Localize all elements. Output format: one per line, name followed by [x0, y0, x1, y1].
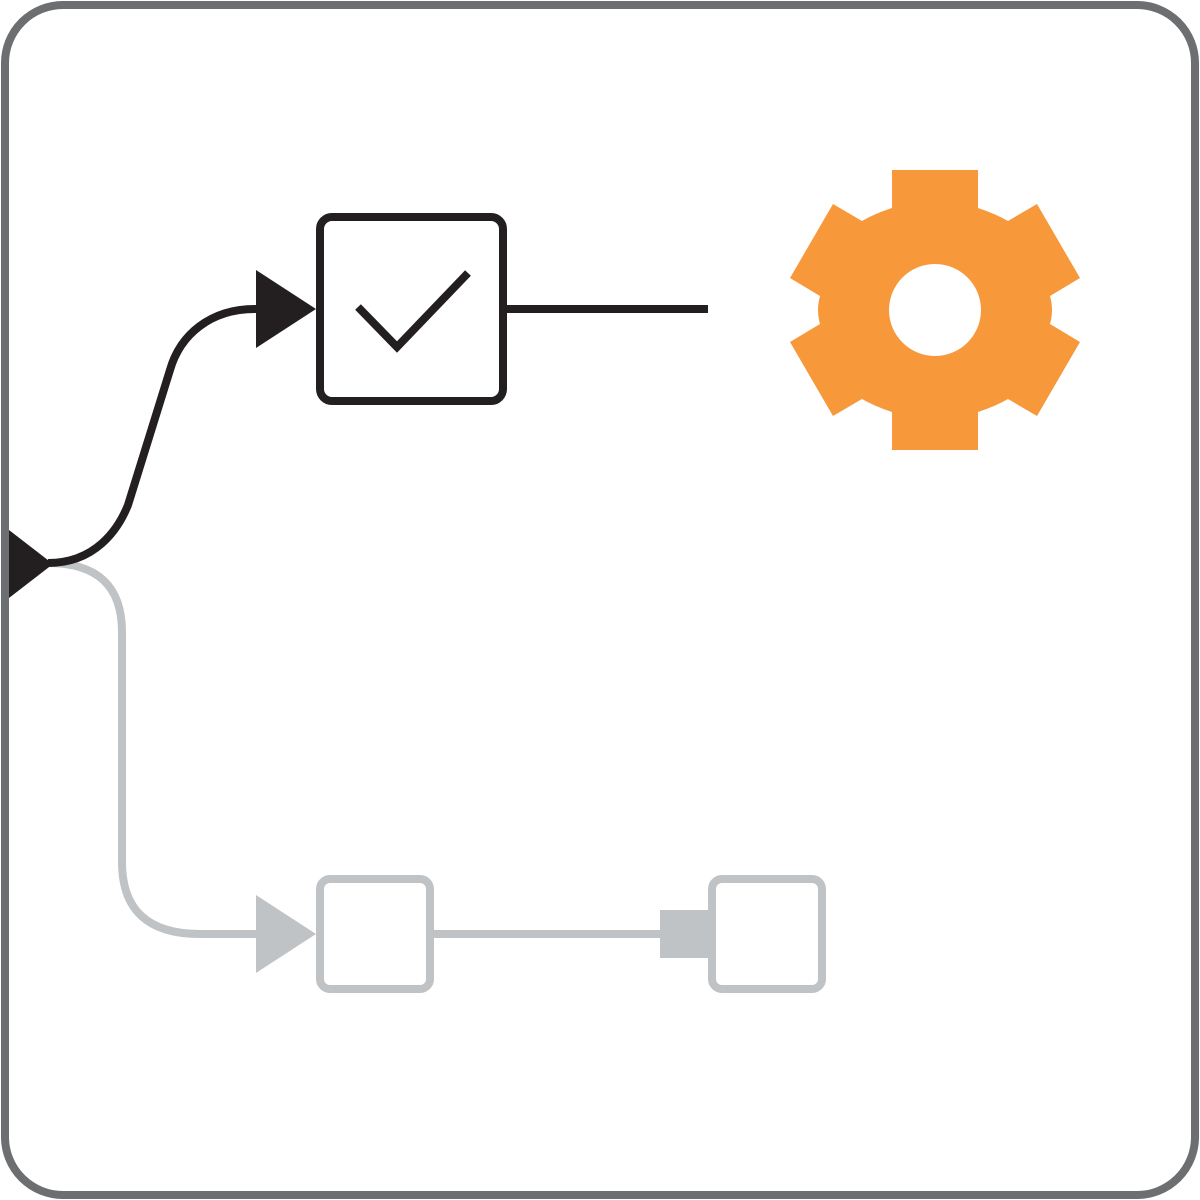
input-port-arrow-icon [9, 530, 53, 598]
pending-node-1[interactable] [316, 875, 434, 993]
gear-icon[interactable] [790, 170, 1080, 450]
edge-input-to-pending-node [47, 559, 262, 938]
check-icon [355, 270, 471, 353]
pending-node-2[interactable] [708, 875, 826, 993]
gear-icon-shape [790, 170, 1080, 450]
edge-input-to-check-node [47, 305, 262, 567]
pending-node-2-connector [660, 910, 712, 958]
check-node-arrowhead [256, 270, 316, 348]
check-node[interactable] [316, 213, 507, 405]
pending-node-arrowhead [256, 895, 316, 973]
